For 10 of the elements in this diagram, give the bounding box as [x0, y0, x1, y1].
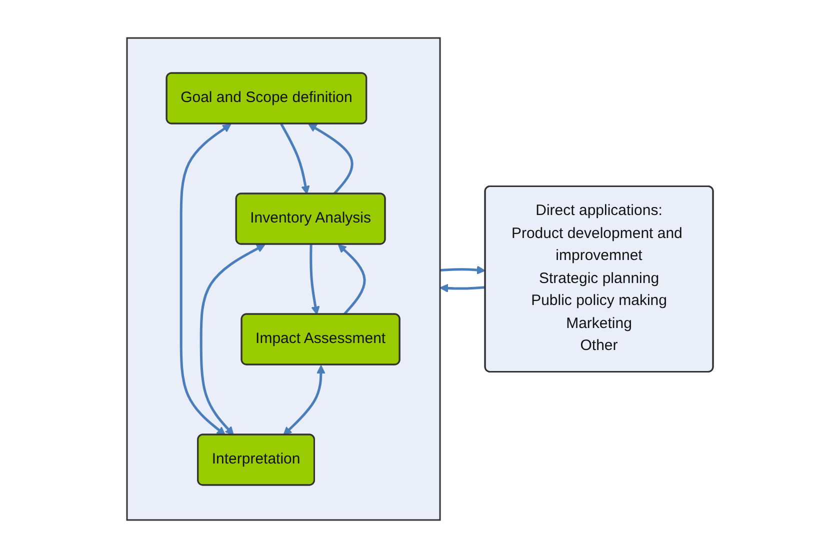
arrow: [308, 123, 354, 194]
cluster: [126, 36, 441, 520]
arrow: [280, 122, 310, 194]
arrow: [440, 265, 486, 274]
arrow: [283, 364, 326, 435]
arrow: [338, 244, 366, 315]
arrow: [440, 283, 486, 292]
arrow: [200, 244, 266, 435]
arrow: [310, 244, 320, 314]
arrow: [180, 123, 232, 435]
